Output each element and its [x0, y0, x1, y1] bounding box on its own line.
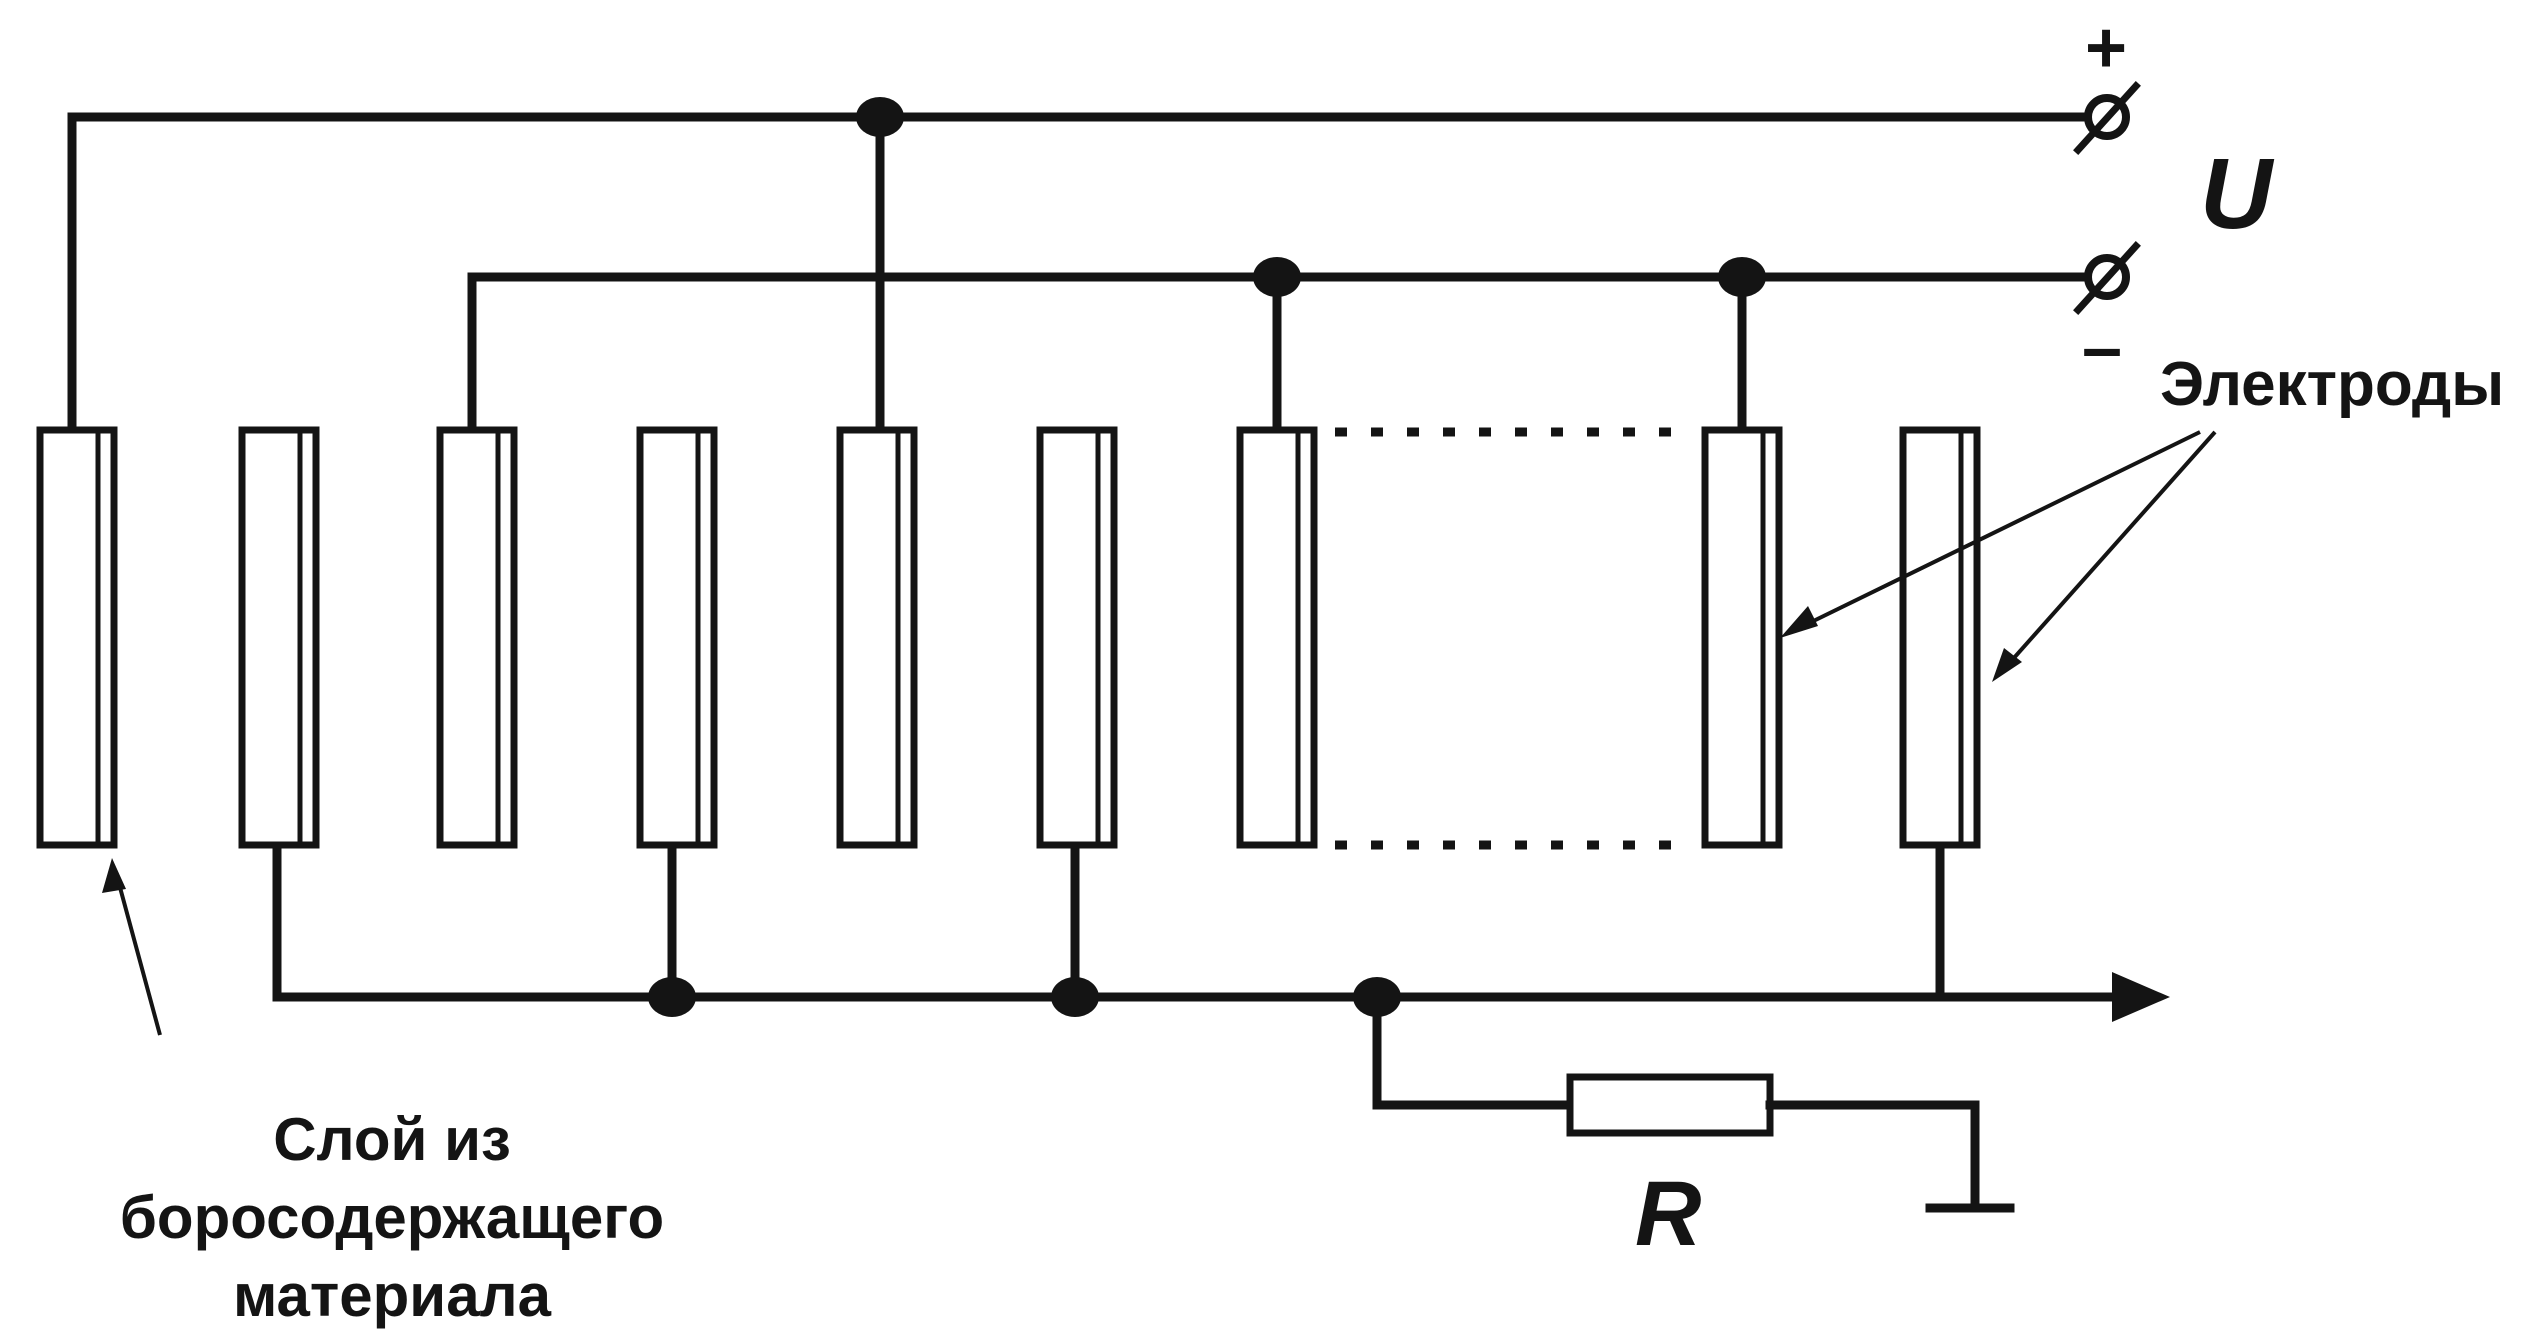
- electrode: [1701, 426, 1783, 849]
- electrode: [1236, 426, 1318, 849]
- negative-terminal: [2073, 241, 2141, 315]
- junction-node: [856, 97, 904, 137]
- positive-terminal: [2073, 81, 2141, 155]
- minus-sign: –: [2082, 308, 2122, 388]
- resistor-label: R: [1635, 1163, 1701, 1265]
- electrode: [636, 426, 718, 849]
- electrode: [36, 426, 118, 849]
- junction-node: [1353, 977, 1401, 1017]
- arrowhead-icon: [1780, 606, 1818, 638]
- arrowhead-icon: [102, 858, 126, 893]
- layer-label-line1: Слой из: [273, 1106, 511, 1173]
- resistor-symbol: [1566, 1073, 1774, 1137]
- electrode: [1899, 426, 1981, 849]
- electrodes-label: Электроды: [2160, 350, 2504, 419]
- negative-bus: [467, 272, 2090, 435]
- junction-node: [1051, 977, 1099, 1017]
- junction-node: [1253, 257, 1301, 297]
- layer-pointer: [102, 858, 162, 1036]
- continuation-dots: [1335, 427, 1690, 850]
- layer-label-line3: материала: [233, 1262, 552, 1329]
- electrodes: [36, 426, 1981, 849]
- electrode: [238, 426, 320, 849]
- electrode: [836, 426, 918, 849]
- junction-nodes: [648, 97, 1766, 1017]
- resistor-branch: [1372, 992, 2015, 1213]
- signal-bus: [272, 840, 2170, 1022]
- layer-label-line2: боросодержащего: [120, 1184, 664, 1251]
- junction-node: [1718, 257, 1766, 297]
- electrode: [1036, 426, 1118, 849]
- arrowhead-icon: [1992, 648, 2022, 682]
- junction-node: [648, 977, 696, 1017]
- electrode: [436, 426, 518, 849]
- output-arrow-icon: [2112, 972, 2170, 1022]
- voltage-label: U: [2200, 138, 2275, 250]
- plus-sign: +: [2085, 8, 2127, 88]
- electrodes-pointers: [1780, 430, 2217, 682]
